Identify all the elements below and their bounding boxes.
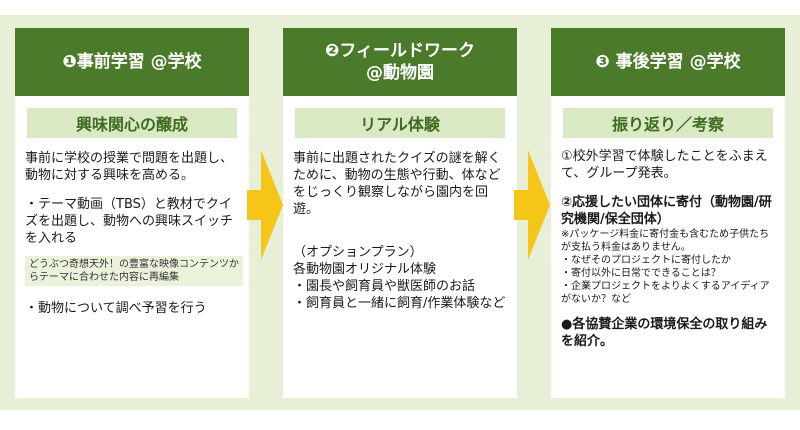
step-3-title: ❸ 事後学習 @学校: [595, 52, 741, 72]
step-2-panel: ❷フィールドワーク @動物園 リアル体験 事前に出題されたクイズの謎を解くために…: [283, 28, 517, 398]
step-2-header: ❷フィールドワーク @動物園: [283, 28, 517, 96]
arrow-right-icon: [247, 150, 283, 260]
step-2-subtitle: リアル体験: [295, 108, 505, 138]
step-2-option-title: 各動物園オリジナル体験: [293, 262, 437, 277]
step-1-preview: ・動物について調べ予習を行う: [25, 301, 207, 316]
step-3-body: ①校外学習で体験したことをふまえて、グループ発表。 ②応援したい団体に寄付（動物…: [561, 148, 779, 350]
step-3-presentation: ①校外学習で体験したことをふまえて、グループ発表。: [561, 149, 768, 181]
step-1-note: どうぶつ奇想天外！の豊富な映像コンテンツからテーマに合わせた内容に再編集: [25, 256, 243, 286]
step-2-option-label: （オプションプラン）: [293, 245, 423, 260]
step-3-question-2: ・寄付以外に日常でできることは？: [561, 268, 721, 279]
step-1-header: ❶事前学習 @学校: [15, 28, 249, 96]
step-3-subtitle: 振り返り／考察: [563, 108, 773, 138]
step-3-panel: ❸ 事後学習 @学校 振り返り／考察 ①校外学習で体験したことをふまえて、グルー…: [551, 28, 785, 398]
step-3-donation-note: ※パッケージ料金に寄付金も含むため子供たちが支払う料金はありません。: [561, 229, 770, 253]
step-1-body: 事前に学校の授業で問題を出題し、動物に対する興味を高める。 ・テーマ動画（TBS…: [25, 150, 243, 317]
step-1-theme-video: ・テーマ動画（TBS）と教材でクイズを出題し、動物への興味スイッチを入れる: [25, 197, 234, 246]
step-1-title: ❶事前学習 @学校: [62, 52, 202, 72]
step-2-location: @動物園: [366, 63, 434, 83]
step-2-body: 事前に出題されたクイズの謎を解くために、動物の生態や行動、体などをじっくり観察し…: [293, 150, 511, 312]
step-2-option-talk: ・園長や飼育員や獣医師のお話: [293, 279, 476, 294]
step-2-option-work: ・飼育員と一緒に飼育/作業体験など: [293, 296, 506, 311]
step-3-donation: ②応援したい団体に寄付（動物園/研究機関/保全団体）: [561, 195, 772, 227]
step-3-header: ❸ 事後学習 @学校: [551, 28, 785, 96]
step-1-subtitle: 興味関心の醸成: [27, 108, 237, 138]
step-2-title: ❷フィールドワーク: [324, 41, 476, 61]
arrow-right-icon: [514, 150, 550, 260]
step-2-intro: 事前に出題されたクイズの謎を解くために、動物の生態や行動、体などをじっくり観察し…: [293, 151, 501, 217]
step-1-panel: ❶事前学習 @学校 興味関心の醸成 事前に学校の授業で問題を出題し、動物に対する…: [15, 28, 249, 398]
step-1-intro: 事前に学校の授業で問題を出題し、動物に対する興味を高める。: [25, 151, 234, 183]
step-3-sponsors: ●各協賛企業の環境保全の取り組みを紹介。: [561, 317, 768, 349]
step-3-question-1: ・なぜそのプロジェクトに寄付したか: [561, 255, 731, 266]
step-3-question-3: ・企業プロジェクトをよりよくするアイディアがないか？など: [561, 281, 770, 305]
